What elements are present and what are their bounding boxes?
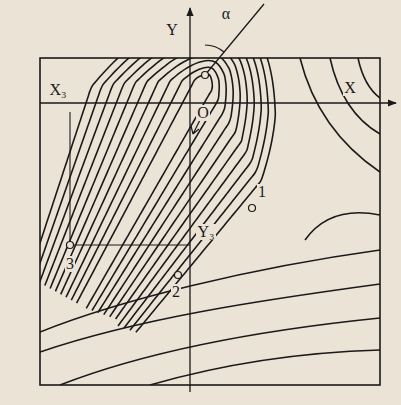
- angle-label: α: [221, 6, 231, 22]
- point-marker: [67, 242, 74, 249]
- direction-line: [205, 4, 264, 75]
- map-frame: [40, 58, 380, 385]
- contour-line: [358, 58, 380, 98]
- origin-label: O: [196, 105, 210, 121]
- contour-line: [40, 58, 261, 328]
- angle-arc: [205, 45, 224, 52]
- contour-line: [60, 318, 380, 385]
- contour-line: [300, 58, 380, 172]
- point-marker: [202, 72, 209, 79]
- slope-arrow: [191, 120, 200, 134]
- contour-lines: [40, 58, 380, 385]
- point-number: 2: [171, 284, 181, 300]
- coordinate-line: [69, 112, 70, 245]
- contour-line: [77, 74, 213, 308]
- axis-label: X: [343, 80, 357, 96]
- coordinate-label: X₃: [48, 82, 67, 98]
- contour-line: [40, 58, 275, 332]
- contour-line: [61, 58, 233, 315]
- contour-line: [40, 284, 380, 352]
- contour-line: [40, 58, 268, 330]
- coordinate-label: Y₃: [196, 224, 215, 240]
- point-marker: [249, 205, 256, 212]
- axis-label: Y: [165, 22, 179, 38]
- x-axis: [40, 102, 396, 103]
- coordinate-line: [70, 244, 190, 245]
- point-number: 1: [257, 184, 267, 200]
- contour-line: [150, 350, 380, 385]
- contour-line: [330, 58, 380, 134]
- point-number: 3: [65, 256, 75, 272]
- contour-line: [45, 58, 254, 326]
- contour-line: [50, 58, 247, 319]
- point-marker: [175, 272, 182, 279]
- y-axis: [189, 8, 190, 392]
- contour-line: [305, 213, 380, 240]
